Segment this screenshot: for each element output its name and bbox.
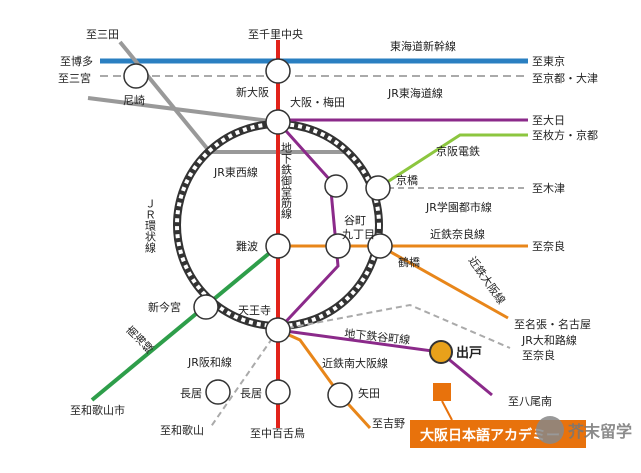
station-marker-tennoji[interactable] <box>265 317 291 343</box>
direction-tokyo: 至東京 <box>532 54 565 68</box>
direction-hirakata: 至枚方・京都 <box>532 128 598 142</box>
label-midosuji: 地下鉄御堂筋線 <box>280 142 293 219</box>
kintetsu-osaka-line <box>379 244 509 320</box>
label-tanimachi: 地下鉄谷町線 <box>344 326 411 347</box>
station-marker-amagasaki[interactable] <box>123 63 149 89</box>
station-label-deto: 出戸 <box>456 345 482 361</box>
label-jr-gakken: JR学園都市線 <box>425 200 492 214</box>
direction-kizu: 至木津 <box>532 182 565 195</box>
station-label-tanimachi: 谷町 九丁目 <box>342 214 375 241</box>
watermark-logo-icon <box>536 416 564 444</box>
station-marker-nagai-left[interactable] <box>205 379 231 405</box>
direction-sannomiya: 至三宮 <box>58 71 91 85</box>
direction-nabari: 至名張・名古屋 <box>514 317 591 331</box>
direction-dainichi: 至大日 <box>532 113 565 127</box>
kintetsu-minami-line <box>277 328 372 430</box>
station-label-umeda: 大阪・梅田 <box>290 95 345 109</box>
label-jr-tokaido: JR東海道線 <box>387 86 443 100</box>
station-marker-yata[interactable] <box>327 382 353 408</box>
label-jr-yamatoji: JR大和路線 <box>521 333 577 347</box>
station-marker-tanimachi[interactable] <box>325 233 351 259</box>
station-label-tennoji: 天王寺 <box>238 304 271 317</box>
jr-yamatoji-dashed-line <box>277 303 511 349</box>
station-marker-umeda[interactable] <box>265 109 291 135</box>
station-label-kyobashi: 京橋 <box>396 173 418 187</box>
direction-hakata: 至博多 <box>60 54 93 68</box>
direction-sanda: 至三田 <box>86 28 119 41</box>
station-label-amagasaki: 尼崎 <box>123 93 145 107</box>
label-kintetsu-minami: 近鉄南大阪線 <box>322 356 388 370</box>
station-marker-kyobashi[interactable] <box>365 175 391 201</box>
label-jr-tozai: JR東西線 <box>213 165 258 179</box>
station-marker-shin-osaka[interactable] <box>265 58 291 84</box>
direction-yao: 至八尾南 <box>508 395 552 408</box>
nankai-line <box>90 244 280 402</box>
direction-yamatoji-nara: 至奈良 <box>522 348 555 362</box>
station-marker-nagai-mid[interactable] <box>265 379 291 405</box>
station-marker-namba[interactable] <box>265 233 291 259</box>
label-kintetsu-nara: 近鉄奈良線 <box>430 227 485 241</box>
station-marker-kyobashi-west[interactable] <box>324 174 348 198</box>
direction-kyoto-otsu: 至京都・大津 <box>532 71 598 85</box>
label-jr-hanwa: JR阪和線 <box>187 355 232 369</box>
school-pointer <box>441 400 453 421</box>
amagasaki-tokaido-line <box>87 96 279 124</box>
direction-wakayama-city: 至和歌山市 <box>70 403 125 417</box>
label-tokaido-shinkansen: 東海道新幹線 <box>390 39 456 53</box>
direction-nakamozu: 至中百舌鳥 <box>250 426 305 440</box>
label-keihan: 京阪電鉄 <box>436 144 480 158</box>
station-label-tsuruhashi: 鶴橋 <box>398 255 420 269</box>
direction-senri: 至千里中央 <box>248 28 303 41</box>
station-label-nagai-left: 長居 <box>180 387 202 400</box>
direction-yoshino: 至吉野 <box>372 417 405 430</box>
station-label-tanimachi-line2: 九丁目 <box>342 228 375 241</box>
direction-wakayama: 至和歌山 <box>160 423 204 437</box>
label-jr-loop: ＪＲ環状線 <box>144 198 157 253</box>
label-nankai: 南海線 <box>123 323 156 356</box>
school-name: 大阪日本語アカデミー <box>420 427 560 444</box>
jr-hanwa-dashed-line <box>209 329 279 429</box>
station-label-tanimachi-line1: 谷町 <box>344 214 366 227</box>
school-marker[interactable] <box>433 383 451 401</box>
station-marker-deto[interactable] <box>429 340 453 364</box>
keihan-line <box>377 133 528 190</box>
station-label-nagai-mid: 長居 <box>240 387 262 400</box>
station-marker-shin-imamiya[interactable] <box>193 294 219 320</box>
direction-nara: 至奈良 <box>532 239 565 253</box>
station-marker-tsuruhashi[interactable] <box>367 233 393 259</box>
station-label-yata: 矢田 <box>358 386 380 400</box>
station-label-shin-osaka: 新大阪 <box>236 85 269 99</box>
station-label-namba: 難波 <box>236 240 258 253</box>
watermark: 芥末留学 <box>536 416 632 444</box>
station-label-shin-imamiya: 新今宮 <box>148 300 181 314</box>
watermark-text: 芥末留学 <box>568 422 632 441</box>
